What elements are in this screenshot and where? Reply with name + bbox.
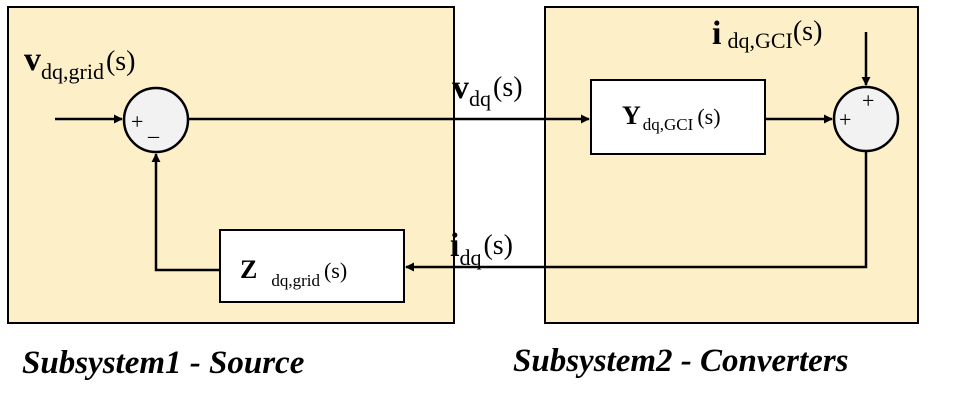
arrow-feedback-to-sum-left: [151, 153, 220, 272]
block-y-gci: [590, 79, 766, 155]
label-v-dq: vdq(s): [452, 69, 523, 111]
subsystem2-panel: [544, 6, 919, 324]
block-z-grid: [219, 229, 405, 303]
sum-right-sign-plus-top: +: [862, 88, 874, 113]
caption-subsystem1: Subsystem1 - Source: [22, 345, 304, 381]
sum-right-sign-plus-left: +: [839, 107, 851, 132]
caption-subsystem2: Subsystem2 - Converters: [513, 343, 849, 379]
sum-left-sign-plus: +: [131, 109, 143, 134]
sum-left-sign-minus: _: [147, 115, 160, 140]
label-v-grid: vdq,grid(s): [24, 41, 136, 84]
label-i-dq: idq(s): [450, 227, 513, 270]
arrow-feedback-i-dq: [405, 151, 868, 272]
